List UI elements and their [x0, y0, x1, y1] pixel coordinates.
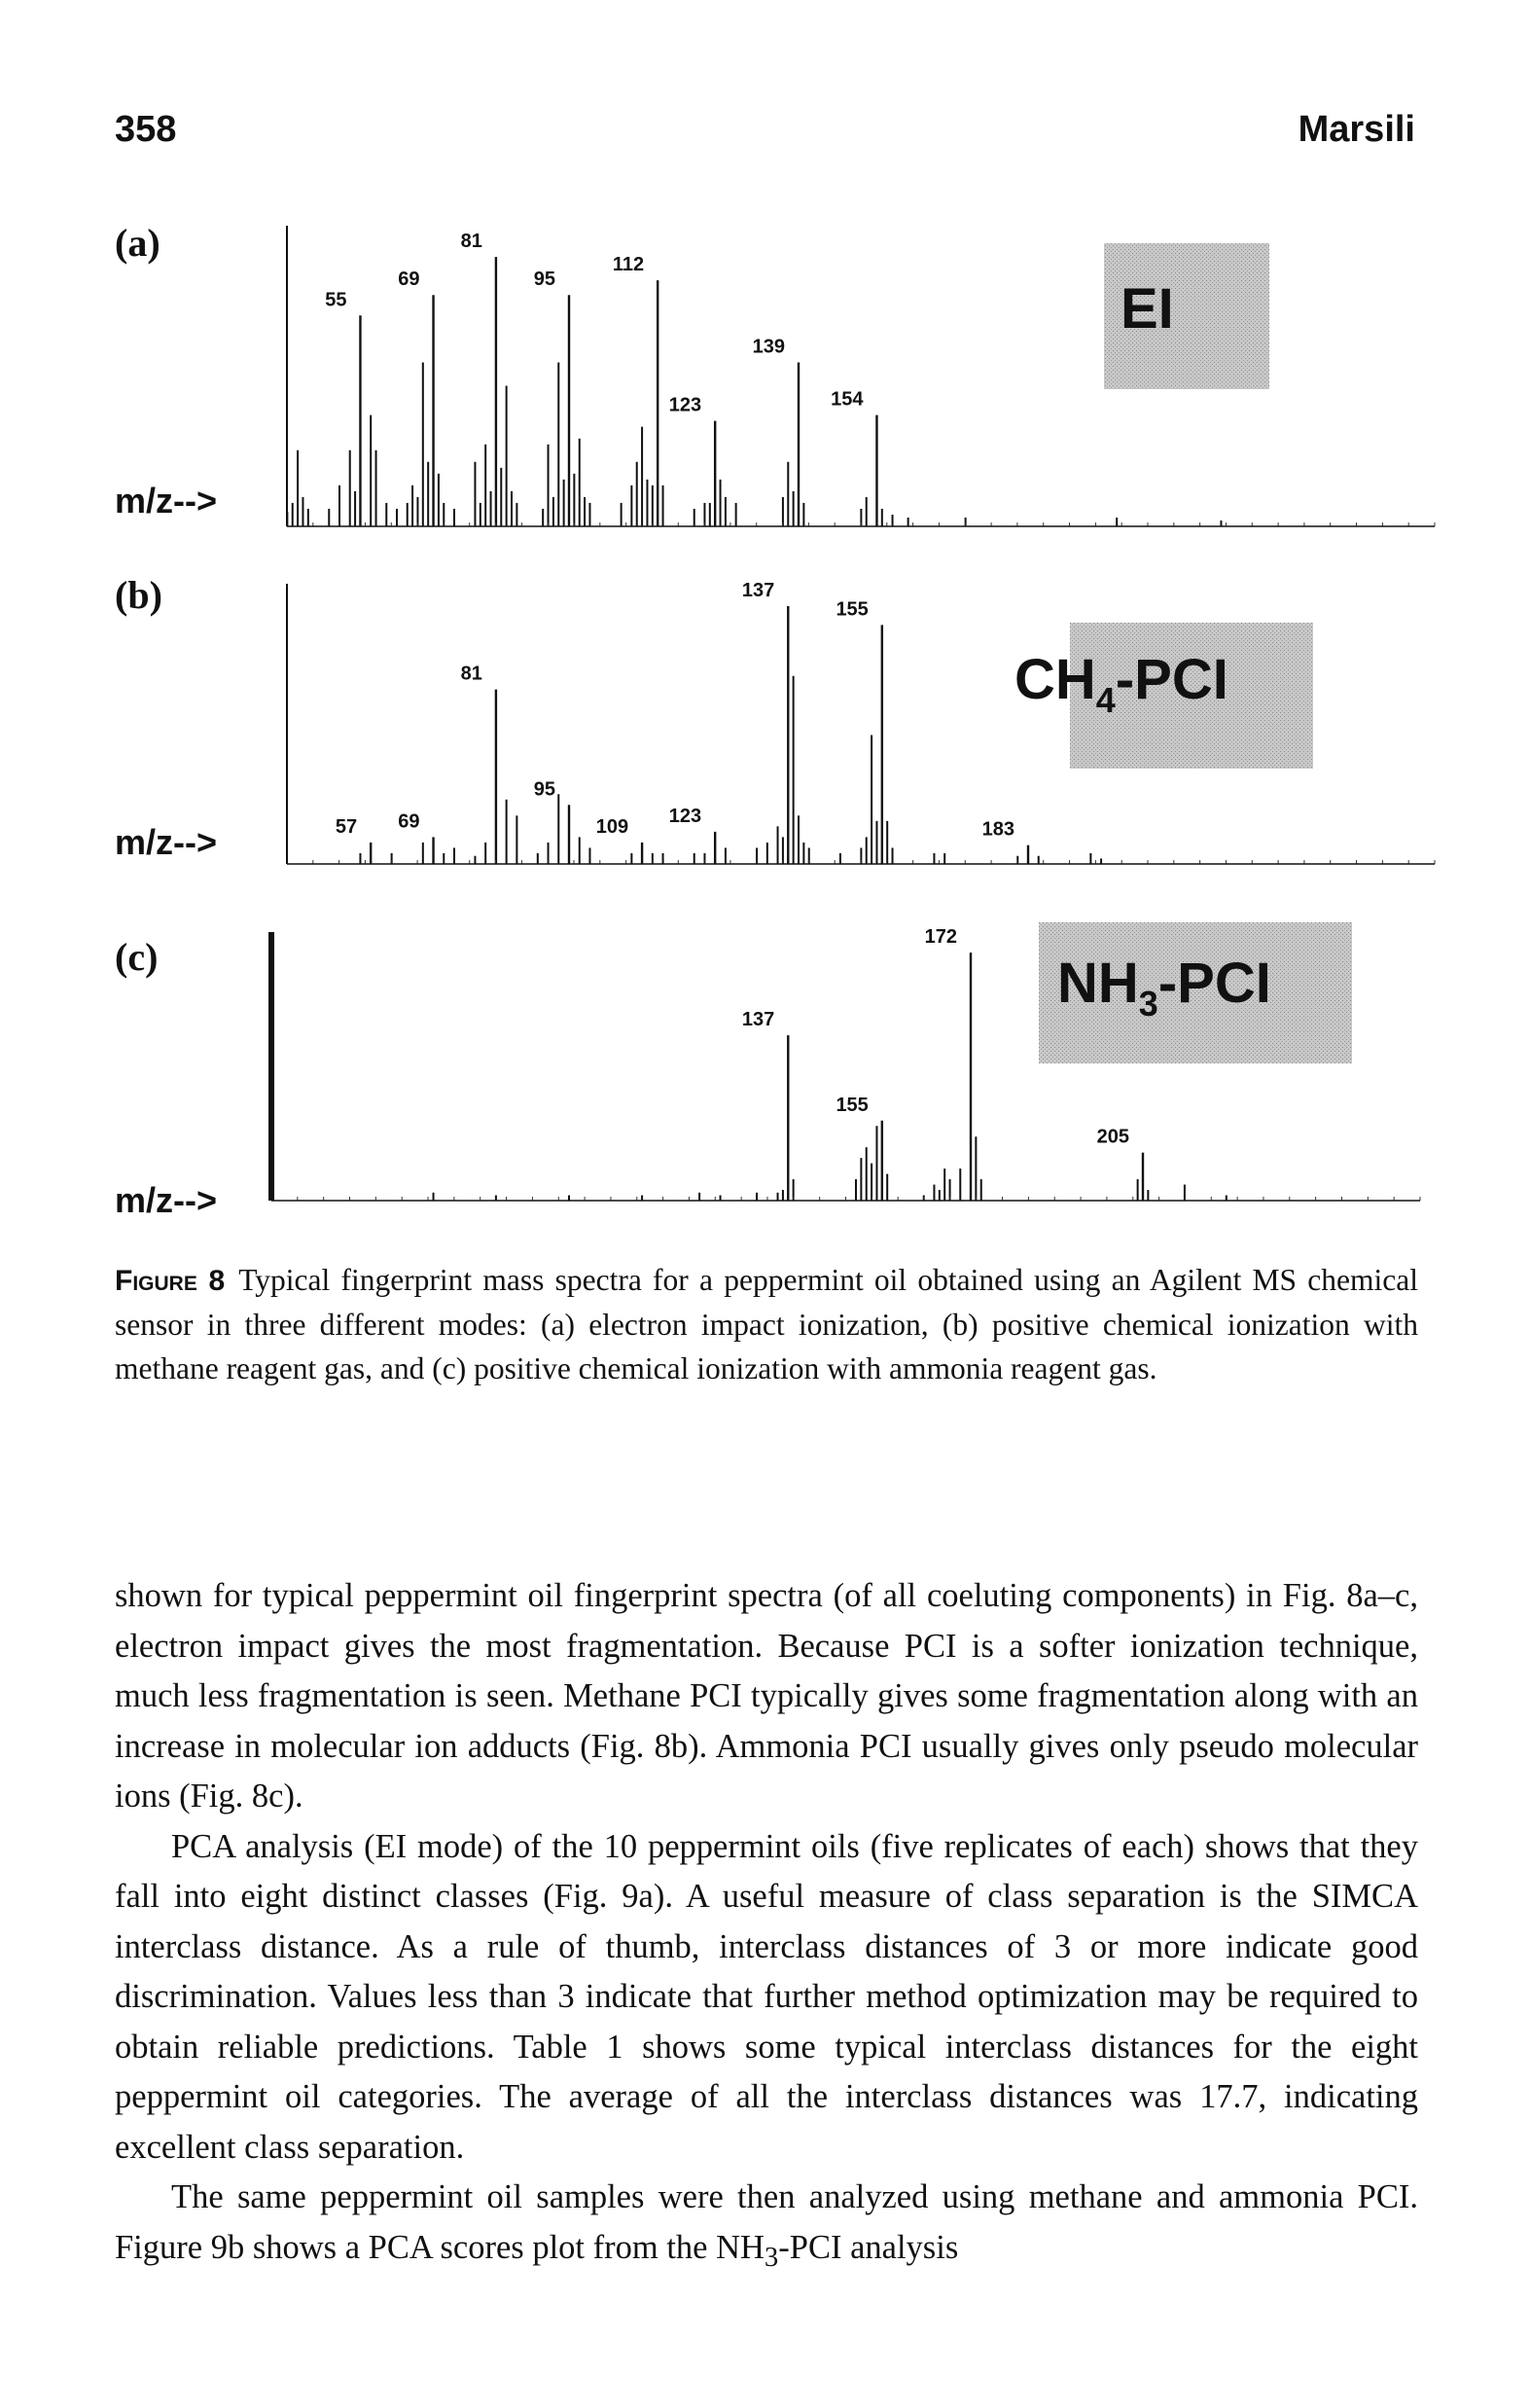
- peak-label-95: 95: [534, 778, 555, 800]
- peak-label-95: 95: [534, 269, 555, 290]
- peak-label-81: 81: [461, 231, 482, 252]
- paragraph-2: PCA analysis (EI mode) of the 10 pepperm…: [115, 1827, 1418, 2166]
- panel-a-axis-label: m/z-->: [115, 481, 218, 521]
- peak-label-123: 123: [669, 806, 701, 827]
- ei-mode-label: EI: [1121, 277, 1174, 341]
- peak-label-123: 123: [669, 395, 701, 416]
- peak-label-109: 109: [596, 816, 628, 838]
- peak-label-69: 69: [398, 810, 419, 832]
- peak-label-137: 137: [742, 580, 774, 601]
- panel-a-label: (a): [115, 221, 160, 265]
- peak-label-155: 155: [836, 598, 868, 620]
- page-number: 358: [115, 109, 177, 150]
- peak-label-57: 57: [336, 816, 357, 838]
- spectrum-ei: EI 55 69 81 95 112 123 139 154: [286, 226, 1436, 527]
- peak-label-81: 81: [461, 664, 482, 685]
- ch4-mode-label: CH4-PCI: [1014, 648, 1228, 720]
- panel-c-label: (c): [115, 935, 159, 979]
- caption-text: Typical fingerprint mass spectra for a p…: [115, 1263, 1418, 1385]
- peak-label-112: 112: [613, 254, 644, 275]
- paragraph-1: shown for typical peppermint oil fingerp…: [115, 1577, 1418, 1815]
- peak-label-69: 69: [398, 269, 419, 290]
- peak-label-137: 137: [742, 1009, 774, 1030]
- ei-mode-badge: [1104, 243, 1269, 389]
- peak-label-154: 154: [831, 389, 864, 411]
- spectrum-ch4-pci: CH4-PCI 57 69 81 95 109 123 137 155 183: [286, 580, 1436, 865]
- peak-label-183: 183: [982, 819, 1014, 841]
- paragraph-3: The same peppermint oil samples were the…: [115, 2178, 1418, 2273]
- peak-label-155: 155: [836, 1095, 868, 1116]
- body-text: shown for typical peppermint oil fingerp…: [115, 1571, 1418, 2282]
- panel-c-axis-label: m/z-->: [115, 1180, 218, 1220]
- peak-label-205: 205: [1097, 1127, 1129, 1148]
- peak-label-139: 139: [753, 336, 785, 357]
- peak-label-55: 55: [325, 289, 346, 310]
- panel-b-axis-label: m/z-->: [115, 822, 218, 862]
- figure-number: Figure 8: [115, 1265, 226, 1297]
- running-head: Marsili: [1298, 109, 1415, 150]
- spectrum-nh3-pci: NH3-PCI 137 155 172 205: [268, 922, 1421, 1202]
- nh3-mode-badge: [1039, 922, 1352, 1063]
- panel-b-label: (b): [115, 573, 162, 617]
- mass-spectra-figure: EI 55 69 81 95 112 123 139 154 CH4-PCI 57 69 81 95…: [268, 226, 1436, 1202]
- peak-label-172: 172: [925, 926, 957, 948]
- ch4-mode-badge: [1070, 623, 1313, 769]
- nh3-mode-label: NH3-PCI: [1057, 952, 1271, 1024]
